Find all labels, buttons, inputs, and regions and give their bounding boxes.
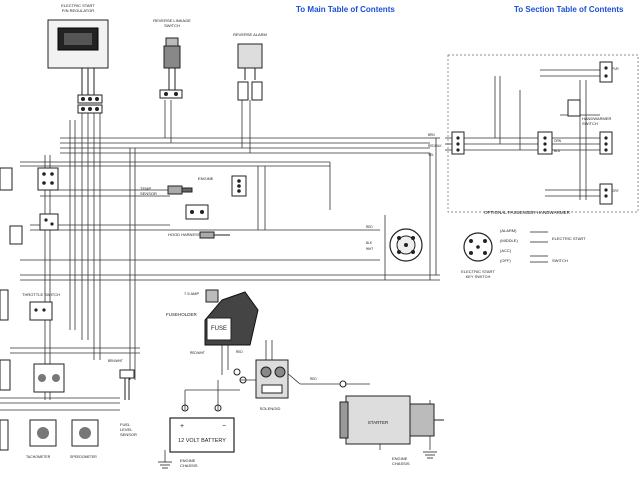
ring-terminal xyxy=(214,404,222,412)
regulator-component xyxy=(47,19,109,114)
ring-terminal xyxy=(181,404,189,412)
wire-label: RED xyxy=(366,225,373,229)
fuel-sensor-component xyxy=(119,369,135,400)
passenger-handwarmer-label: OPTIONAL PASSENGER HANDWARMER xyxy=(484,210,571,215)
electric-start-label: ELECTRIC START xyxy=(552,236,586,241)
engine-label: ENGINE xyxy=(198,176,214,181)
fuel-label-2: LEVEL xyxy=(120,427,133,432)
wire-label: BRN xyxy=(428,133,435,137)
handwarmer-switch-label-2: SWITCH xyxy=(582,121,598,126)
wire-label: RED xyxy=(236,350,243,354)
handwarmer-connectors xyxy=(451,61,613,205)
speedometer-label: SPEEDOMETER xyxy=(70,455,97,459)
battery-label: 12 VOLT BATTERY xyxy=(178,438,226,444)
key-switch-label-2: KEY SWITCH xyxy=(466,274,491,279)
tachometer-label: TACHOMETER xyxy=(26,455,51,459)
hood-harness-label: HOOD HARNESS xyxy=(168,232,201,237)
reverse-alarm-component xyxy=(237,43,263,101)
passenger-handwarmer-box xyxy=(447,54,639,213)
wire-label: RED/BLK xyxy=(428,144,443,148)
wire-label: BLU xyxy=(554,149,561,153)
ring-terminal xyxy=(339,380,347,388)
key-pos-3: (ACC) xyxy=(500,248,512,253)
ground-label-1: ENGINE xyxy=(180,458,196,463)
svg-text:+: + xyxy=(180,423,184,430)
key-switch-label-1: ELECTRIC START xyxy=(461,269,495,274)
key-switch-face xyxy=(463,232,493,262)
fuse-label: FUSE xyxy=(211,326,227,332)
wire-label: BRN/WHT xyxy=(108,359,123,363)
ground-label-4: CHASSIS xyxy=(392,461,410,466)
solenoid-label: SOLENOID xyxy=(260,406,281,411)
reverse-switch-label-2: SWITCH xyxy=(164,23,180,28)
svg-text:−: − xyxy=(222,423,226,430)
temp-sensor-label-2: SENSOR xyxy=(140,191,157,196)
wire-label: PUR xyxy=(612,67,619,71)
left-connectors xyxy=(0,167,99,451)
starter-label: STARTER xyxy=(368,420,389,425)
fuseholder-component xyxy=(204,289,259,346)
fuel-label-1: FUEL xyxy=(120,422,131,427)
wire-label: YEL xyxy=(428,153,434,157)
solenoid-component xyxy=(255,359,289,399)
ring-terminal xyxy=(239,376,247,384)
ground-label-3: ENGINE xyxy=(392,456,408,461)
fuseholder-label: FUSEHOLDER xyxy=(166,312,198,317)
ground-symbol xyxy=(158,451,437,469)
wire-label: ORN xyxy=(554,139,562,143)
regulator-label-1: ELECTRIC START xyxy=(61,3,95,8)
wire-label: BLK xyxy=(366,241,373,245)
key-switch-component xyxy=(389,228,423,262)
fuse-rating-label: 7.5 AMP xyxy=(184,291,199,296)
fuel-label-3: SENSOR xyxy=(120,432,137,437)
main-toc-link[interactable]: To Main Table of Contents xyxy=(296,5,395,14)
reverse-alarm-label: REVERSE ALARM xyxy=(233,32,267,37)
regulator-label-2: P/N REGULATOR xyxy=(62,8,94,13)
ground-label-2: CHASSIS xyxy=(180,463,198,468)
temp-sensor-component xyxy=(167,175,247,220)
wire-label: GRY xyxy=(612,189,620,193)
hood-harness-connector xyxy=(199,231,230,239)
ring-terminal xyxy=(233,368,241,376)
starter-component xyxy=(339,395,444,445)
reverse-switch-component xyxy=(159,37,183,99)
switch-label: SWITCH xyxy=(552,258,568,263)
reverse-switch-label-1: REVERSE LINKAGE xyxy=(153,18,191,23)
temp-sensor-label-1: TEMP xyxy=(140,186,151,191)
battery-component: + − xyxy=(169,417,235,453)
handwarmer-switch-label-1: HANDWARMER xyxy=(582,116,612,121)
wire-label: RED/WHT xyxy=(190,351,205,355)
key-pos-4: (OFF) xyxy=(500,258,511,263)
wire-label: WHT xyxy=(366,247,373,251)
throttle-switch-label: THROTTLE SWITCH xyxy=(22,292,60,297)
section-toc-link[interactable]: To Section Table of Contents xyxy=(514,5,624,14)
wire-label: RED xyxy=(310,377,317,381)
key-pos-1: (ALARM) xyxy=(500,228,517,233)
key-pos-2: (MIDDLE) xyxy=(500,238,518,243)
